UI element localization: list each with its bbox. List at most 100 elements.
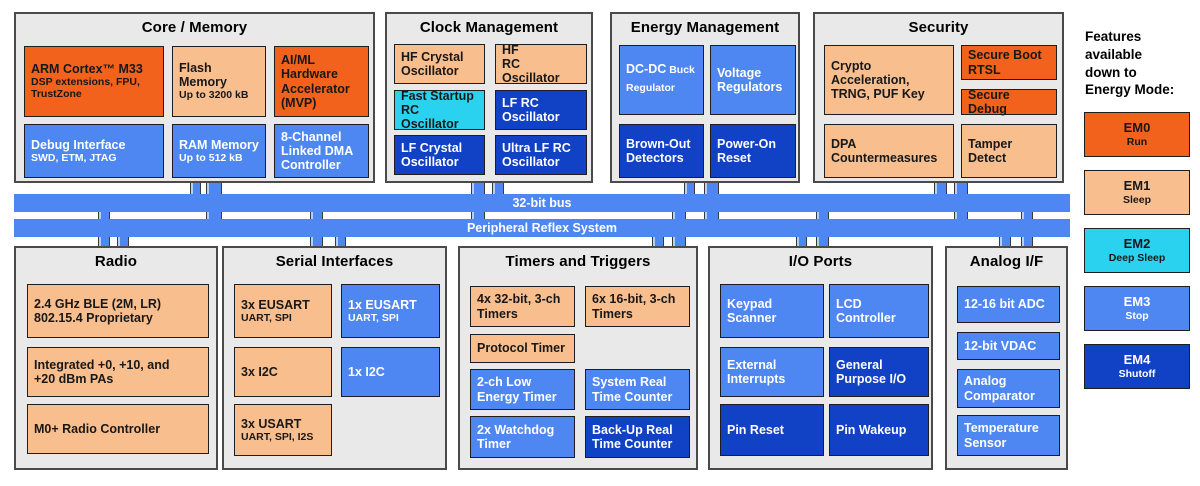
legend-em3-name: EM3	[1123, 294, 1151, 310]
legend-em2-label: Deep Sleep	[1108, 252, 1166, 264]
bus-32bit: 32-bit bus	[14, 194, 1070, 212]
block-vreg-label: Voltage Regulators	[717, 65, 783, 94]
block-ram-label: RAM Memory	[179, 137, 259, 152]
block-sysrtc: System Real Time Counter	[585, 369, 690, 410]
section-title-timers: Timers and Triggers	[505, 253, 651, 270]
block-wdog: 2x Watchdog Timer	[470, 416, 575, 458]
section-analog: Analog I/F 12-16 bit ADC 12-bit VDAC Analog…	[945, 246, 1068, 470]
block-usart3-subtext: UART, SPI, I2S	[241, 430, 314, 443]
block-dma-label: 8-Channel Linked DMA Controller	[281, 129, 354, 173]
block-t32-label: 4x 32-bit, 3-ch Timers	[477, 292, 561, 321]
block-ble: 2.4 GHz BLE (2M, LR) 802.15.4 Proprietar…	[27, 284, 209, 338]
block-hfxo: HF Crystal Oscillator	[394, 44, 485, 84]
block-keypad-label: Keypad Scanner	[727, 296, 777, 325]
block-ulfrco-label: Ultra LF RC Oscillator	[502, 140, 571, 169]
block-flash-subtext: Up to 3200 kB	[179, 89, 249, 102]
block-eusart1-label: 1x EUSART	[348, 297, 417, 312]
block-pinreset: Pin Reset	[720, 404, 824, 456]
legend-em1-label: Sleep	[1122, 194, 1151, 206]
section-title-radio: Radio	[94, 253, 138, 270]
block-eusart3-label: 3x EUSART	[241, 297, 310, 312]
legend-em2-name: EM2	[1123, 236, 1151, 252]
block-adc: 12-16 bit ADC	[957, 286, 1060, 323]
block-gpio-label: General Purpose I/O	[836, 357, 907, 386]
block-t16: 6x 16-bit, 3-ch Timers	[585, 286, 690, 327]
block-secdebug-label: Secure Debug	[968, 87, 1010, 116]
block-extint: External Interrupts	[720, 347, 824, 397]
block-bod: Brown-Out Detectors	[619, 124, 704, 178]
legend-em4-label: Shutoff	[1118, 368, 1156, 380]
block-por: Power-On Reset	[710, 124, 796, 178]
section-title-energy: Energy Management	[630, 19, 780, 36]
block-gpio: General Purpose I/O	[829, 347, 929, 397]
bus-prs-label: Peripheral Reflex System	[466, 221, 618, 235]
section-title-analog: Analog I/F	[969, 253, 1044, 270]
block-dcdc-subtext: Buck Regulator	[626, 64, 695, 95]
block-dcdc-label: DC-DC	[626, 62, 667, 76]
block-secboot: Secure Boot RTSL	[961, 45, 1057, 80]
block-dpa: DPA Countermeasures	[824, 124, 954, 178]
block-i2c3-label: 3x I2C	[241, 364, 278, 379]
block-debug-subtext: SWD, ETM, JTAG	[31, 151, 117, 164]
block-crypto: Crypto Acceleration, TRNG, PUF Key	[824, 45, 954, 115]
block-temp: Temperature Sensor	[957, 415, 1060, 456]
block-pa-label: Integrated +0, +10, and +20 dBm PAs	[34, 357, 170, 386]
block-dma: 8-Channel Linked DMA Controller	[274, 124, 369, 178]
block-ram-subtext: Up to 512 kB	[179, 151, 243, 164]
block-acomp-label: Analog Comparator	[964, 374, 1035, 403]
block-flash-label: Flash Memory	[179, 60, 227, 90]
block-hfxo-label: HF Crystal Oscillator	[401, 49, 464, 78]
block-secdebug: Secure Debug	[961, 87, 1057, 116]
block-dpa-label: DPA Countermeasures	[831, 136, 938, 165]
block-tamper: Tamper Detect	[961, 124, 1057, 178]
block-letimer-label: 2-ch Low Energy Timer	[477, 375, 557, 404]
block-m0-label: M0+ Radio Controller	[34, 421, 161, 436]
block-lfxo-label: LF Crystal Oscillator	[401, 140, 463, 169]
block-lcd: LCD Controller	[829, 284, 929, 338]
section-title-security: Security	[908, 19, 969, 36]
block-usart3-label: 3x USART	[241, 416, 302, 431]
block-pa: Integrated +0, +10, and +20 dBm PAs	[27, 347, 209, 397]
bus-32bit-label: 32-bit bus	[512, 196, 572, 210]
block-i2c1: 1x I2C	[341, 347, 440, 397]
block-dcdc: DC-DC Buck Regulator	[619, 45, 704, 115]
section-title-io: I/O Ports	[788, 253, 853, 270]
legend-em3-label: Stop	[1125, 310, 1149, 322]
block-tamper-label: Tamper Detect	[968, 136, 1013, 165]
block-acomp: Analog Comparator	[957, 369, 1060, 408]
block-bod-label: Brown-Out Detectors	[626, 136, 691, 165]
block-aiml: AI/ML Hardware Accelerator (MVP)	[274, 46, 369, 117]
block-pinwake: Pin Wakeup	[829, 404, 929, 456]
block-vdac: 12-bit VDAC	[957, 332, 1060, 360]
block-i2c3: 3x I2C	[234, 347, 332, 397]
block-t16-label: 6x 16-bit, 3-ch Timers	[592, 292, 676, 321]
section-timers: Timers and Triggers 4x 32-bit, 3-ch Timer…	[458, 246, 698, 470]
block-vdac-label: 12-bit VDAC	[964, 338, 1037, 353]
block-wdog-label: 2x Watchdog Timer	[477, 422, 555, 451]
bus-peripheral-reflex-system: Peripheral Reflex System	[14, 219, 1070, 237]
legend-heading: Features available down to Energy Mode:	[1085, 29, 1175, 98]
block-t32: 4x 32-bit, 3-ch Timers	[470, 286, 575, 327]
block-por-label: Power-On Reset	[717, 136, 777, 165]
block-crypto-label: Crypto Acceleration, TRNG, PUF Key	[831, 58, 925, 102]
block-prototimer: Protocol Timer	[470, 334, 575, 363]
block-debug-label: Debug Interface	[31, 137, 126, 152]
block-aiml-label: AI/ML Hardware Accelerator (MVP)	[281, 53, 350, 110]
legend-em1-name: EM1	[1123, 178, 1151, 194]
block-lfrco-label: LF RC Oscillator	[502, 95, 560, 124]
block-extint-label: External Interrupts	[727, 357, 786, 386]
block-burtc-label: Back-Up Real Time Counter	[592, 422, 673, 451]
block-pinwake-label: Pin Wakeup	[836, 422, 907, 437]
block-sysrtc-label: System Real Time Counter	[592, 375, 673, 404]
